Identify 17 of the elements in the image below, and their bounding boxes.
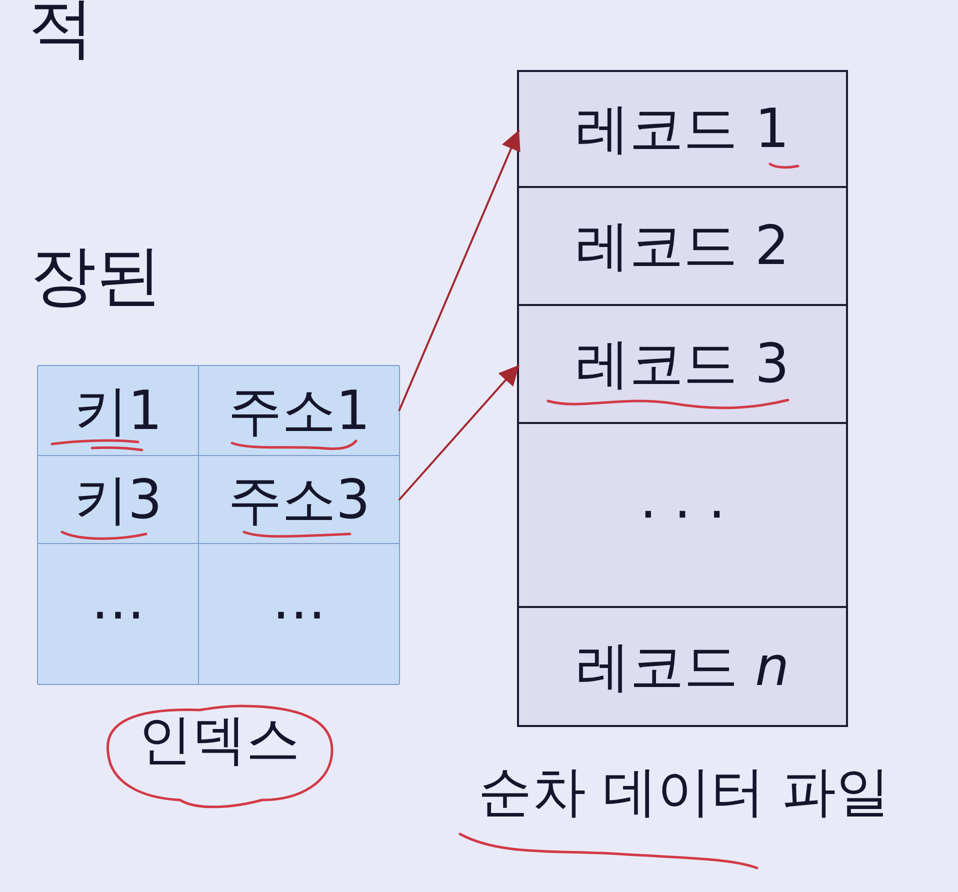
index-cell: ⋯: [199, 544, 399, 684]
record-cell: · · ·: [519, 424, 846, 608]
index-cell: 주소3: [199, 456, 399, 544]
index-cell: ⋯: [38, 544, 199, 684]
index-cell: 키1: [38, 366, 199, 456]
index-cell: 주소1: [199, 366, 399, 456]
record-cell: 레코드 n: [519, 608, 846, 725]
record-cell: 레코드 2: [519, 188, 846, 306]
node-label: 순차 데이터 파일: [478, 760, 890, 825]
arrow: [398, 130, 520, 412]
node-label: 인덱스: [138, 708, 300, 773]
record-cell: 레코드 1: [519, 72, 846, 188]
arrow: [398, 364, 520, 501]
index-cell: 키3: [38, 456, 199, 544]
heading-text: 장된: [30, 240, 162, 313]
heading-text: 적: [28, 0, 94, 65]
record-cell: 레코드 3: [519, 306, 846, 424]
